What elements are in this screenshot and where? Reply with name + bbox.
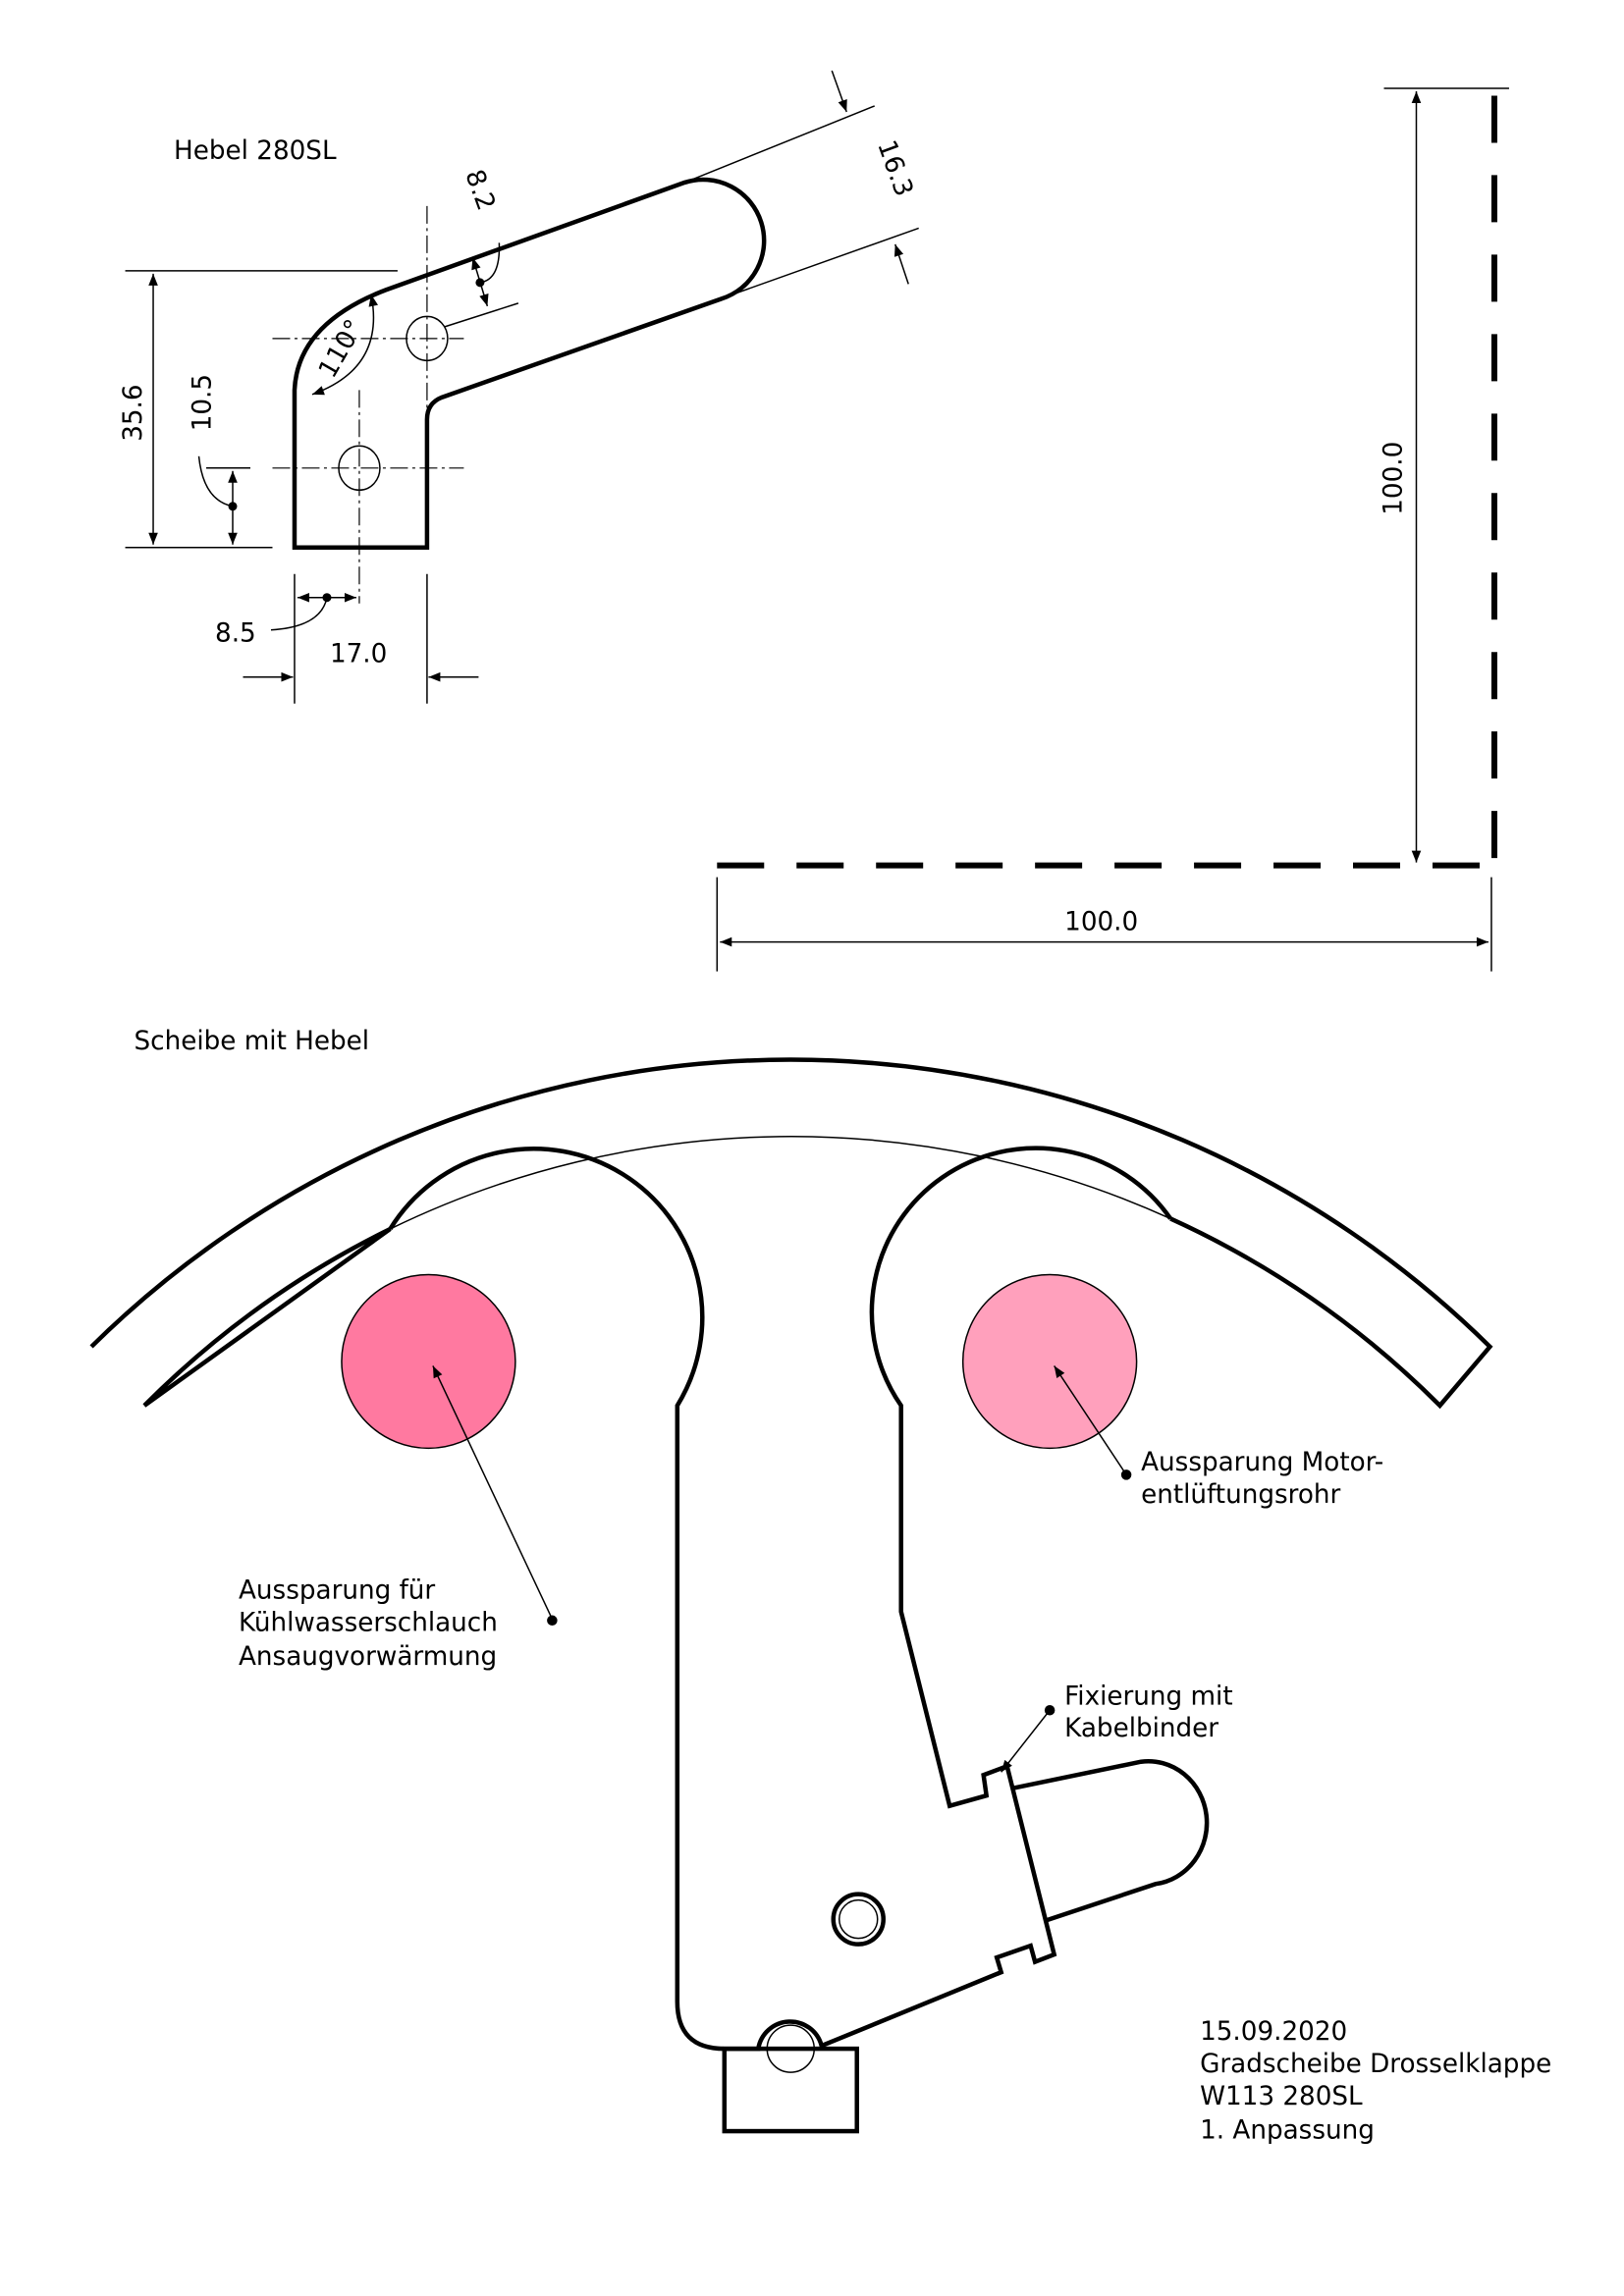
svg-text:Aussparung Motor-: Aussparung Motor-: [1141, 1448, 1383, 1477]
dim-half-width: 8.5: [215, 592, 356, 649]
svg-text:35.6: 35.6: [119, 384, 148, 441]
scale-reference: 100.0 100.0: [716, 87, 1509, 972]
lever-drawing: Hebel 280SL 35.6 10.5: [119, 70, 919, 704]
svg-text:15.09.2020: 15.09.2020: [1200, 2017, 1347, 2047]
lever-title: Hebel 280SL: [174, 136, 337, 166]
disc-drawing: Scheibe mit Hebel Aussparung für Kühlwas…: [89, 1027, 1493, 2134]
disc-lever-outline: [388, 1146, 1172, 2052]
svg-text:1. Anpassung: 1. Anpassung: [1200, 2116, 1375, 2146]
right-recess-circle: [961, 1273, 1138, 1450]
left-recess-circle: [341, 1273, 516, 1450]
title-block: 15.09.2020 Gradscheibe Drosselklappe W11…: [1200, 2017, 1551, 2145]
svg-text:Ansaugvorwärmung: Ansaugvorwärmung: [239, 1642, 497, 1672]
svg-text:16.3: 16.3: [871, 136, 918, 200]
svg-text:8.2: 8.2: [459, 166, 500, 214]
svg-text:W113 280SL: W113 280SL: [1200, 2082, 1363, 2111]
dim-height: 35.6: [119, 270, 398, 549]
svg-text:Kabelbinder: Kabelbinder: [1064, 1714, 1218, 1743]
pivot-hole: [831, 1892, 886, 1947]
bottom-hole: [766, 2024, 815, 2073]
svg-text:entlüftungsrohr: entlüftungsrohr: [1141, 1480, 1340, 1510]
svg-text:Fixierung mit: Fixierung mit: [1064, 1682, 1232, 1711]
band-inner-arc: [390, 1136, 1171, 1230]
svg-text:110°: 110°: [313, 315, 370, 384]
disc-title: Scheibe mit Hebel: [135, 1027, 370, 1056]
lever-outline: [292, 177, 767, 551]
svg-text:Gradscheibe Drosselklappe: Gradscheibe Drosselklappe: [1200, 2050, 1551, 2079]
svg-text:Kühlwasserschlauch: Kühlwasserschlauch: [239, 1608, 498, 1637]
callout-right: Aussparung Motor- entlüftungsrohr: [1054, 1364, 1383, 1510]
lever-slot: [1012, 1759, 1210, 1923]
bottom-tab: [722, 2046, 859, 2134]
dim-width: 17.0: [243, 573, 479, 704]
center-lines: [272, 205, 464, 604]
svg-text:10.5: 10.5: [189, 374, 218, 431]
arc-band: [89, 1057, 1493, 1410]
dim-vertical-100: 100.0: [1379, 442, 1408, 515]
dim-horizontal-100: 100.0: [1064, 908, 1138, 937]
callout-left: Aussparung für Kühlwasserschlauch Ansaug…: [239, 1365, 558, 1672]
callout-fixation: Fixierung mit Kabelbinder: [1001, 1682, 1233, 1773]
svg-text:17.0: 17.0: [330, 640, 387, 669]
svg-text:Aussparung für: Aussparung für: [239, 1575, 435, 1605]
svg-text:8.5: 8.5: [215, 619, 256, 649]
dim-hole-offset: 10.5: [189, 374, 250, 545]
